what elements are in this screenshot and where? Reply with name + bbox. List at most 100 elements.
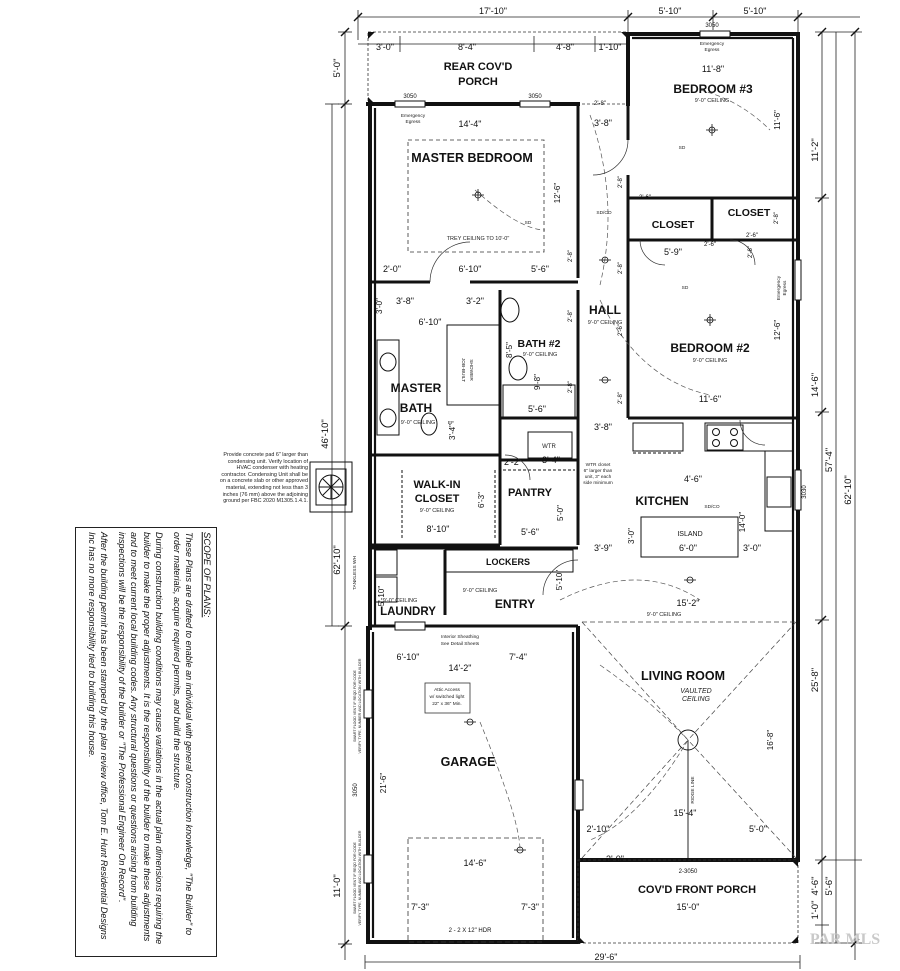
dim-mbath-3-2: 3'-2" <box>466 296 484 306</box>
dim-left-5-0: 5'-0" <box>332 59 343 78</box>
dim-lr-16-8: 16'-8" <box>766 730 775 751</box>
dim-kit-3-9: 3'-9" <box>594 543 612 553</box>
walkin-closet-label: WALK-IN <box>413 479 460 491</box>
ceiling-master-bedroom: TREY CEILING TO 10'-0" <box>447 236 510 242</box>
dim-g-14-6: 14'-6" <box>464 858 487 868</box>
dim-2-8g: 2'-8" <box>568 381 574 393</box>
dim-2-6e: 2'-6" <box>618 324 624 336</box>
scope-paragraph-2: During construction building conditions … <box>116 532 165 945</box>
pantry-label: PANTRY <box>508 487 553 499</box>
dim-kit-3-0a: 3'-0" <box>627 528 636 544</box>
scope-of-plans-box: SCOPE OF PLANS: These Plans are drafted … <box>75 527 217 957</box>
water-heater-label: WTR <box>542 444 556 450</box>
attic-access-label-2: w/ switched light <box>430 694 466 700</box>
dim-pantry-5-0: 5'-0" <box>556 505 565 521</box>
hall-label: HALL <box>589 303 621 317</box>
win-top2: 3050 <box>528 94 542 100</box>
dim-porch-b: 8'-4" <box>458 42 476 52</box>
scope-paragraph-1: These Plans are drafted to enable an ind… <box>171 532 195 936</box>
interior-sheathing-label-2: See Detail Sheets <box>441 641 480 647</box>
egress-note-2: Emergency <box>700 41 725 47</box>
dim-kit-14-0: 14'-0" <box>738 512 747 533</box>
dim-fp-door: 2-3050 <box>679 869 698 875</box>
bedroom2-label: BEDROOM #2 <box>670 341 750 355</box>
dim-mb-depth: 12'-6" <box>553 183 562 204</box>
dim-right-62-10: 62'-10" <box>843 475 854 504</box>
egress-note-2b: Egress <box>705 47 721 53</box>
dim-mb-b3: 5'-6" <box>531 264 549 274</box>
dim-bath2-5-6: 5'-6" <box>528 404 546 414</box>
dim-top-overall: 17'-10" <box>479 6 507 16</box>
dim-3-8a: 3'-8" <box>594 118 612 128</box>
dim-right-25-8: 25'-8" <box>810 668 821 692</box>
rear-porch-label-2: PORCH <box>458 76 498 88</box>
ceiling-hall: 9'-0" CEILING <box>588 320 623 326</box>
ceiling-laundry: 9'-0" CEILING <box>383 598 418 604</box>
front-porch-label: COV'D FRONT PORCH <box>638 884 756 896</box>
dim-lr-2-10: 2'-10" <box>587 824 610 834</box>
wtr-closet-note-4: side minimum <box>583 480 613 486</box>
ceiling-living: VAULTED <box>680 688 711 695</box>
dim-left-46-10: 46'-10" <box>320 419 331 448</box>
dim-2-2: 2'-2" <box>504 457 522 467</box>
dim-2-8a: 2'-8" <box>594 101 606 107</box>
dim-g-7-4: 7'-4" <box>509 652 527 662</box>
dim-g-7-3a: 7'-3" <box>411 902 429 912</box>
bath2-label: BATH #2 <box>518 338 561 350</box>
wtr-closet-note-2: 6" larger than <box>584 468 613 474</box>
attic-access-label: Attic Access <box>434 687 460 693</box>
dim-top-b: 5'-10" <box>659 6 682 16</box>
dim-g-header: 2 - 2 X 12" HDR <box>449 928 492 934</box>
ceiling-living-2: CEILING <box>682 696 711 703</box>
rear-porch-label: REAR COV'D <box>444 61 513 73</box>
dim-left-3050: 3050 <box>353 783 359 797</box>
closet2-label: CLOSET <box>728 207 771 219</box>
dim-bath2-9-8: 9'-8" <box>533 374 542 390</box>
dim-g-21-6: 21'-6" <box>379 773 388 794</box>
dim-bed3-width: 11'-8" <box>702 64 724 74</box>
dim-kit-6-0: 6'-0" <box>679 543 697 553</box>
dim-kit-3030: 3030 <box>802 485 808 499</box>
master-bath-label: MASTER <box>391 381 442 395</box>
dim-mb-width: 14'-4" <box>459 119 482 129</box>
win-bed3: 3050 <box>705 23 719 29</box>
dim-top-c: 5'-10" <box>744 6 767 16</box>
lockers-label: LOCKERS <box>486 557 530 567</box>
dim-porch-d: 1'-10" <box>599 42 622 52</box>
egress-note-1: Emergency <box>401 113 426 119</box>
win-top1: 3050 <box>403 94 417 100</box>
dim-g-6-10: 6'-10" <box>397 652 420 662</box>
dim-2-6c: 2'-6" <box>704 242 716 248</box>
dim-right-57-4: 57'-4" <box>824 448 835 472</box>
laundry-label: LAUNDRY <box>380 606 436 618</box>
smart-flood-2b: VERIFY TYPE, NUMBER AND LOCATION WITH BU… <box>358 830 362 925</box>
ceiling-master-bath: 9'-0" CEILING <box>401 420 436 426</box>
dim-2-8h: 2'-8" <box>618 392 624 404</box>
entry-label: ENTRY <box>495 597 535 611</box>
smoke-co-kitchen: SD/CO <box>704 504 719 510</box>
dim-3-8b: 3'-8" <box>594 422 612 432</box>
dim-mbath-3-8: 3'-8" <box>396 296 414 306</box>
master-bedroom-label: MASTER BEDROOM <box>411 151 533 165</box>
dim-mb-b1: 2'-0" <box>383 264 401 274</box>
dim-3-4: 3'-4" <box>542 455 560 465</box>
dim-porch-c: 4'-8" <box>556 42 574 52</box>
scope-title: SCOPE OF PLANS: <box>200 532 212 618</box>
shower-label: JOB-BUILT <box>460 358 466 382</box>
dim-pantry-5-6: 5'-6" <box>521 527 539 537</box>
smart-flood-2: SMART FLOOD VENT IF REQD FOR CODE <box>353 841 357 913</box>
dim-right-4-6: 4'-6" <box>810 877 821 896</box>
dim-fp-3-0: 3'-0" <box>606 854 624 864</box>
dim-5-9: 5'-9" <box>664 247 682 257</box>
smoke-co-hall: SD/CO <box>596 210 611 216</box>
smoke-detector-b3: SD <box>679 145 686 151</box>
smoke-detector-mb: SD <box>525 220 532 226</box>
egress-note-3b: Egress <box>782 280 788 296</box>
master-bath-label-2: BATH <box>400 401 432 415</box>
dim-lr-15-4: 15'-4" <box>674 808 697 818</box>
tankless-label: TANKLESS WH <box>352 555 358 590</box>
dim-bed2-depth: 12'-6" <box>773 320 782 341</box>
egress-note-3: Emergency <box>776 275 782 300</box>
walkin-closet-label-2: CLOSET <box>415 493 460 505</box>
dim-mbath-3-4: 3'-4" <box>448 424 457 440</box>
